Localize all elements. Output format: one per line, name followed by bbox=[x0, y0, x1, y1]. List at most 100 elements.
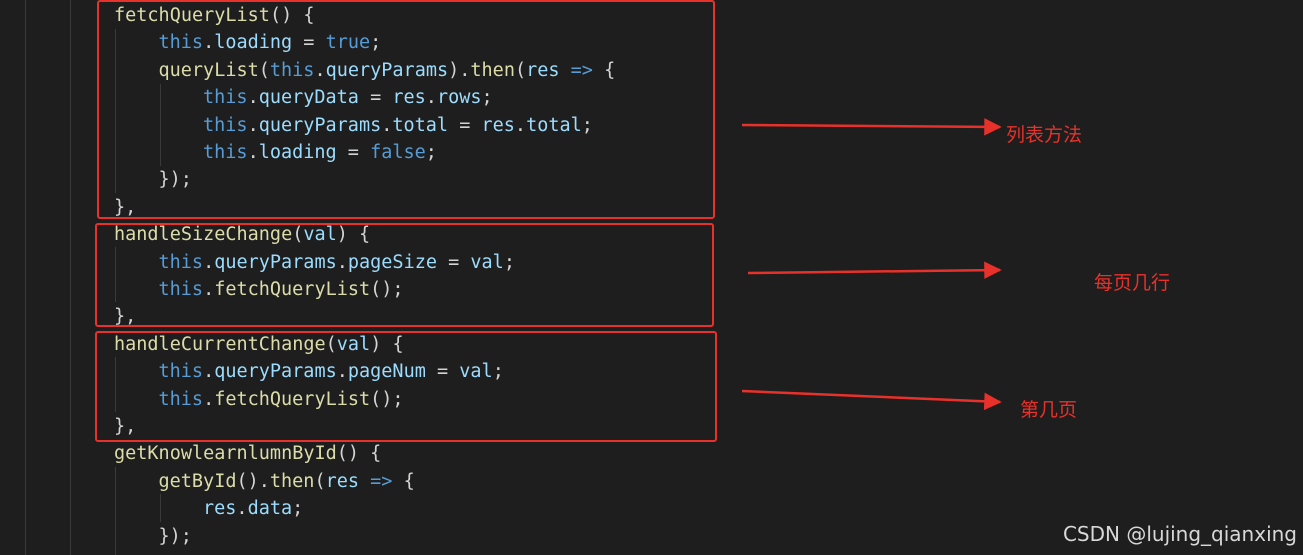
code-token: this bbox=[158, 279, 204, 300]
code-token: (); bbox=[370, 388, 404, 410]
code-token: this bbox=[203, 114, 248, 136]
code-line: fetchQueryList() { bbox=[114, 2, 315, 29]
code-token: . bbox=[247, 142, 259, 163]
code-token: ; bbox=[503, 251, 515, 273]
code-token: queryData bbox=[258, 87, 359, 109]
code-token: pageNum bbox=[347, 361, 426, 383]
code-token: fetchQueryList bbox=[214, 388, 371, 410]
code-token: val bbox=[336, 333, 371, 355]
code-token: queryList bbox=[158, 59, 259, 81]
code-token: . bbox=[203, 32, 215, 54]
code-token: res bbox=[481, 114, 515, 136]
code-token: . bbox=[314, 59, 326, 81]
annotation-page-size: 每页几行 bbox=[1094, 272, 1171, 294]
code-line: getById().then(res => { bbox=[159, 468, 415, 495]
list-method-highlight-box bbox=[97, 0, 715, 219]
code-token: = bbox=[358, 87, 393, 109]
code-token: = bbox=[292, 32, 326, 54]
code-token: this bbox=[203, 87, 248, 109]
code-token: queryParams bbox=[325, 59, 449, 81]
code-token: }); bbox=[158, 169, 192, 191]
code-token: ( bbox=[314, 470, 326, 492]
code-token: . bbox=[425, 87, 437, 109]
code-token: ; bbox=[492, 361, 504, 383]
code-token: this bbox=[158, 361, 204, 383]
code-token: res bbox=[526, 59, 560, 81]
indent-guide bbox=[115, 467, 116, 555]
code-token: . bbox=[203, 279, 215, 300]
code-token: val bbox=[459, 361, 493, 383]
indent-guide bbox=[115, 29, 116, 193]
code-token: . bbox=[514, 114, 527, 136]
code-token: . bbox=[203, 388, 215, 410]
indent-guide bbox=[70, 0, 71, 555]
code-token: (); bbox=[370, 279, 404, 300]
code-token: queryParams bbox=[214, 361, 337, 383]
code-line: this.queryData = res.rows; bbox=[203, 84, 493, 111]
code-line: this.loading = true; bbox=[159, 29, 382, 56]
code-token: ( bbox=[258, 59, 270, 81]
code-token: () { bbox=[336, 443, 382, 465]
code-token: this bbox=[158, 251, 204, 273]
code-line: }, bbox=[114, 303, 136, 330]
code-token: ( bbox=[514, 59, 527, 81]
code-token: data bbox=[247, 498, 293, 520]
indent-guide bbox=[115, 357, 116, 412]
watermark: CSDN @lujing_qianxing bbox=[1062, 522, 1297, 546]
code-token: . bbox=[236, 498, 248, 520]
code-token: => bbox=[370, 470, 393, 492]
code-line: queryList(this.queryParams).then(res => … bbox=[159, 57, 616, 84]
code-token: }, bbox=[114, 306, 137, 328]
code-token: fetchQueryList bbox=[114, 5, 270, 26]
code-token: queryParams bbox=[214, 251, 337, 273]
code-token: . bbox=[336, 251, 348, 273]
arrow-page-size bbox=[747, 261, 1002, 279]
code-line: }, bbox=[114, 413, 136, 440]
code-token: loading bbox=[258, 142, 337, 163]
code-token: = bbox=[448, 114, 482, 136]
code-token: ( bbox=[325, 333, 337, 355]
code-token: = bbox=[425, 361, 460, 383]
code-token: }, bbox=[114, 196, 137, 218]
code-line: getKnowlearnlumnById() { bbox=[114, 440, 381, 467]
code-line: handleSizeChange(val) { bbox=[114, 221, 370, 248]
code-token: res bbox=[325, 470, 360, 492]
code-token: total bbox=[526, 114, 582, 136]
code-token: { bbox=[592, 59, 616, 81]
code-token: }); bbox=[158, 525, 192, 547]
code-token: rows bbox=[436, 87, 482, 109]
code-token: . bbox=[203, 251, 215, 273]
annotation-page-num: 第几页 bbox=[1020, 399, 1078, 421]
code-token: handleCurrentChange bbox=[114, 333, 326, 355]
code-line: res.data; bbox=[203, 495, 303, 522]
code-token: ) { bbox=[370, 333, 404, 355]
code-token: this bbox=[158, 32, 204, 54]
code-token: ; bbox=[370, 32, 382, 54]
code-token: loading bbox=[214, 32, 293, 54]
indent-guide bbox=[115, 247, 116, 302]
indent-guide bbox=[25, 0, 26, 555]
code-token: then bbox=[269, 470, 315, 492]
code-line: }); bbox=[159, 166, 192, 193]
code-token: this bbox=[269, 59, 315, 81]
code-token: () { bbox=[269, 5, 315, 26]
code-token: . bbox=[203, 361, 215, 383]
code-token: fetchQueryList bbox=[214, 279, 371, 300]
code-token: = bbox=[436, 251, 471, 273]
code-token: this bbox=[203, 142, 248, 163]
code-token: pageSize bbox=[347, 251, 437, 273]
code-token: res bbox=[203, 498, 237, 520]
code-line: this.fetchQueryList(); bbox=[159, 276, 404, 303]
code-token: => bbox=[570, 59, 593, 81]
code-token: then bbox=[470, 59, 515, 81]
code-token: ; bbox=[481, 87, 493, 109]
code-token: }, bbox=[114, 416, 137, 437]
code-line: this.loading = false; bbox=[203, 139, 437, 166]
code-line: this.queryParams.total = res.total; bbox=[203, 112, 593, 139]
page-size-highlight-box bbox=[95, 223, 714, 327]
code-token: false bbox=[370, 142, 426, 163]
code-token: ( bbox=[292, 224, 304, 246]
code-token: total bbox=[392, 114, 449, 136]
